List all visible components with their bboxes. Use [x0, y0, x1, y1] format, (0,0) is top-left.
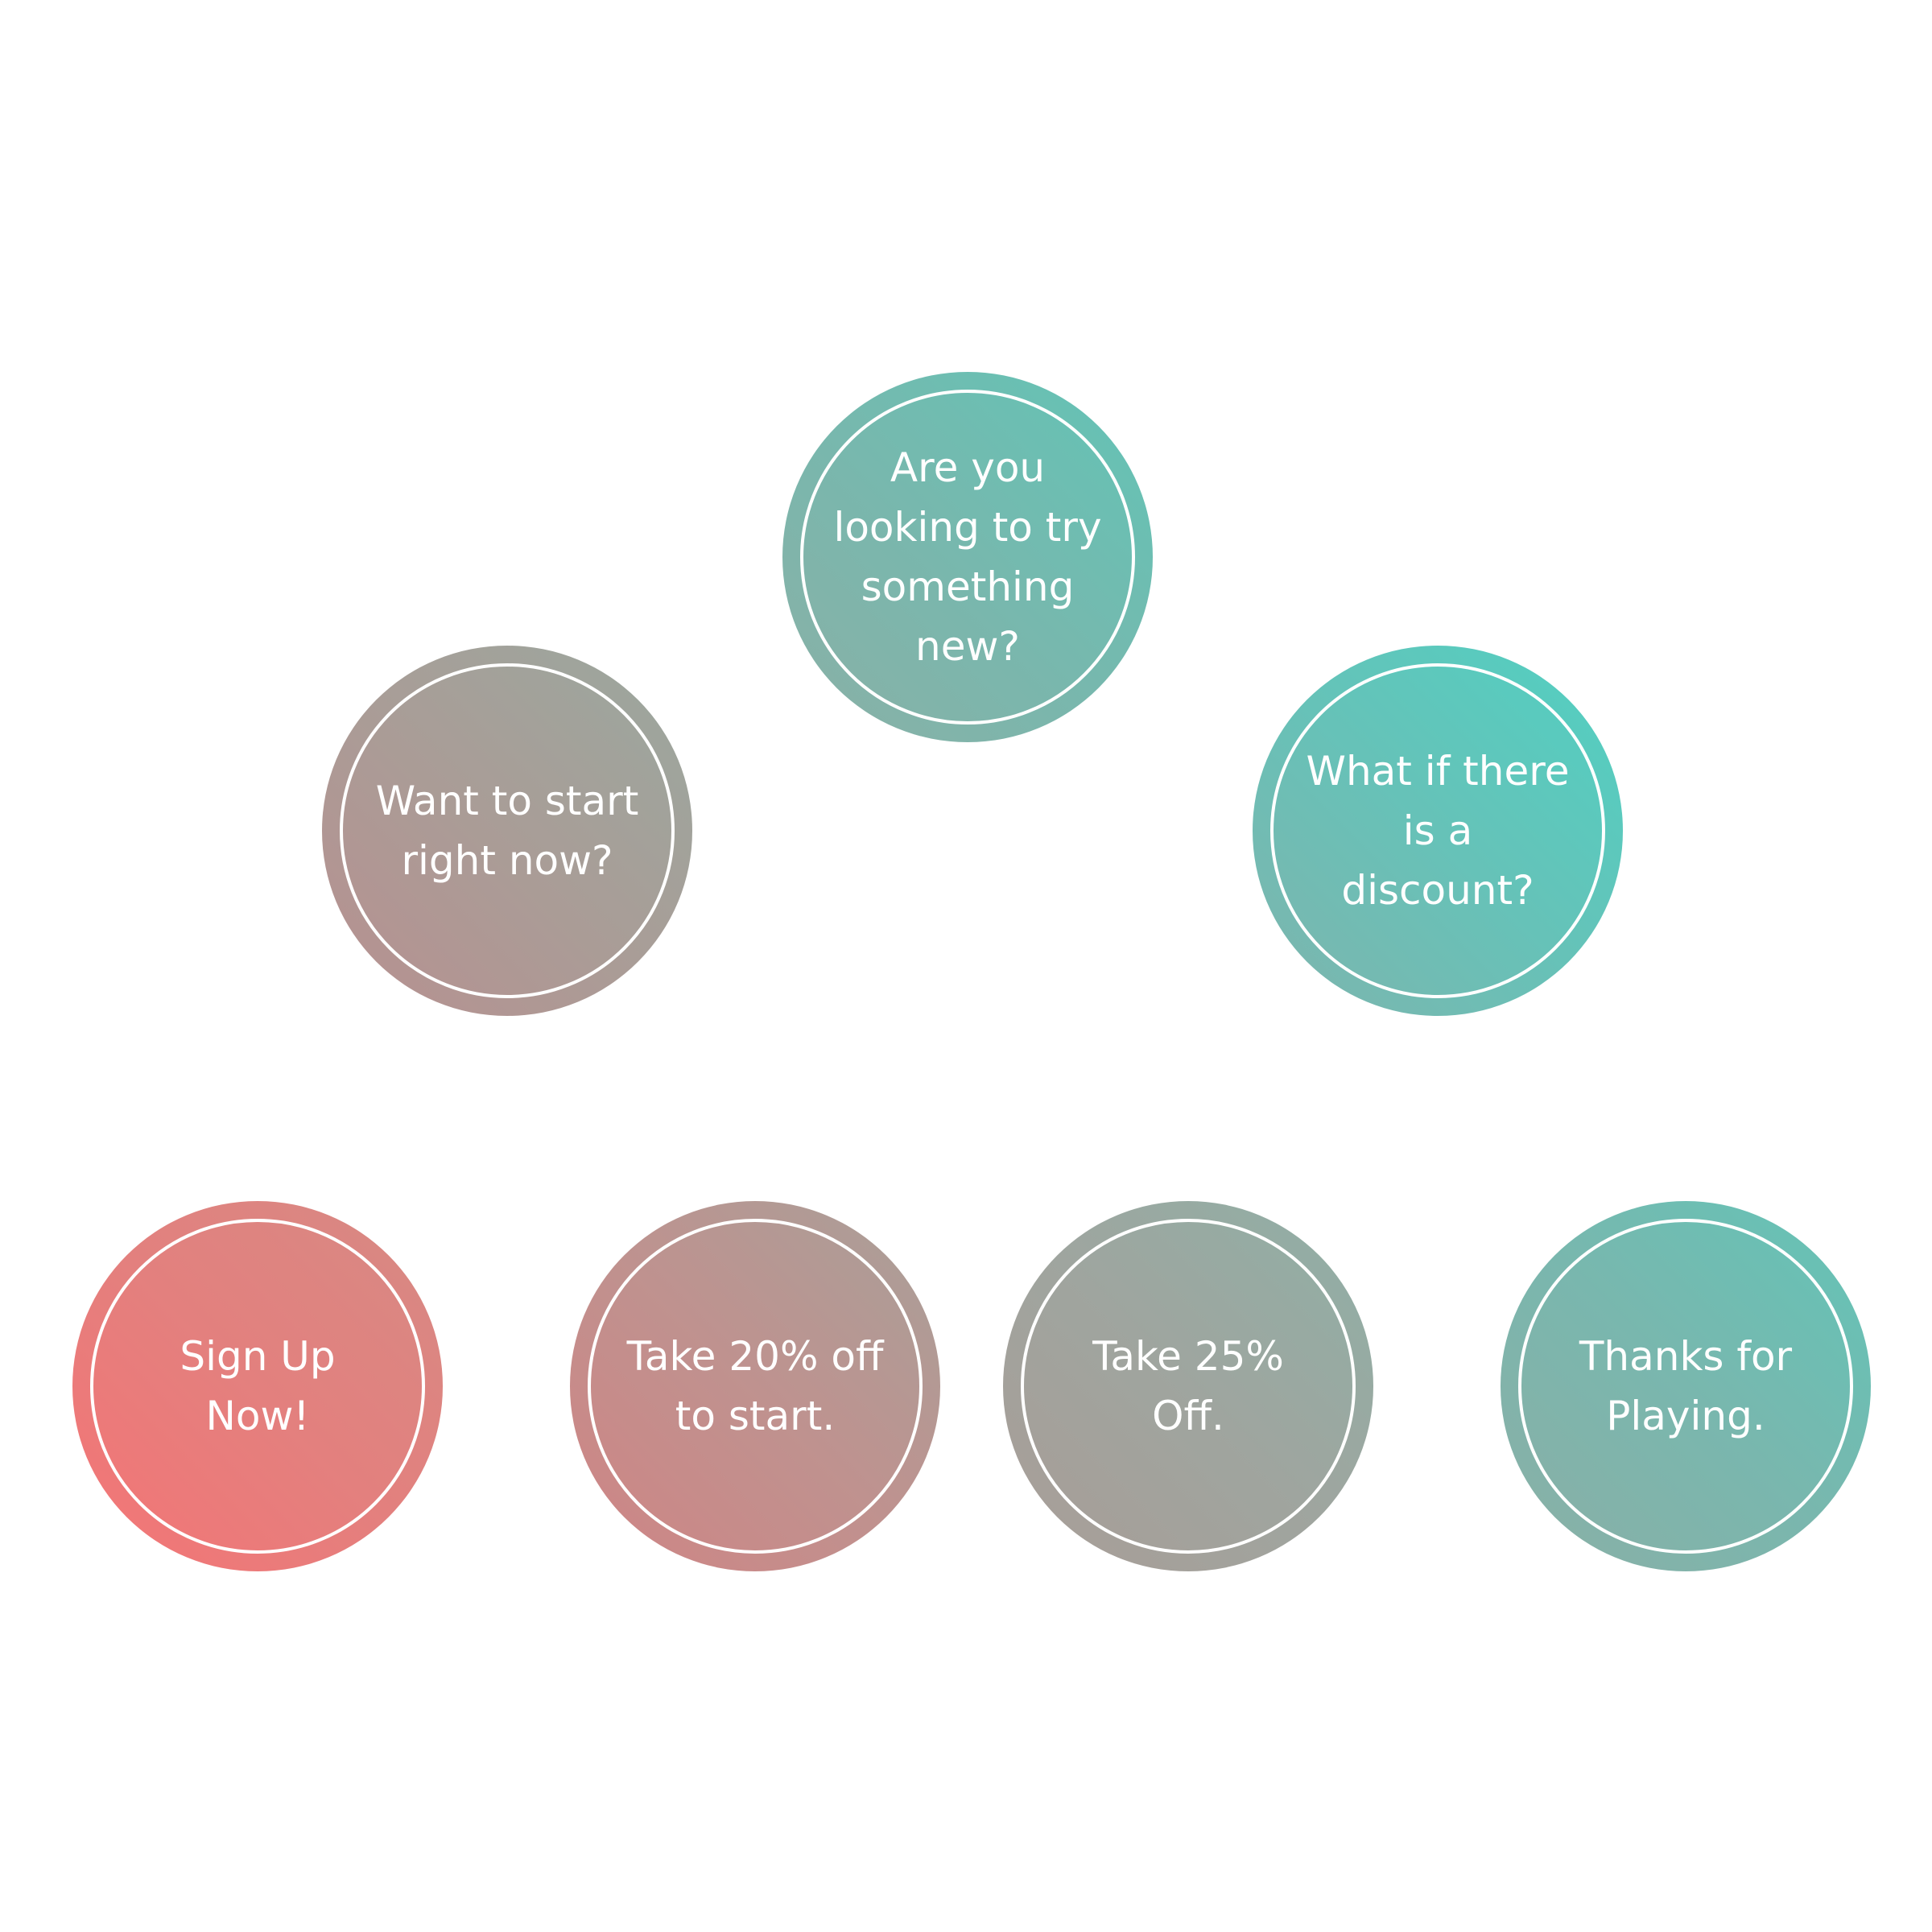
node-label: Thanks for Playing.	[1579, 1333, 1793, 1439]
node-inner-ring	[800, 390, 1135, 724]
node-start-right-now: Want to start right now?	[322, 646, 692, 1016]
node-inner-ring	[340, 663, 675, 998]
node-label: Sign Up Now!	[180, 1333, 336, 1439]
node-sign-up-now: Sign Up Now!	[72, 1201, 443, 1571]
node-discount: What if there is a discount?	[1253, 646, 1623, 1016]
node-label: Want to start right now?	[375, 778, 639, 884]
node-label: Are you looking to try something new?	[833, 444, 1102, 670]
node-inner-ring	[1270, 663, 1605, 998]
node-inner-ring	[90, 1219, 425, 1554]
node-label: What if there is a discount?	[1306, 748, 1570, 914]
node-try-something-new: Are you looking to try something new?	[782, 372, 1153, 742]
node-thanks-for-playing: Thanks for Playing.	[1501, 1201, 1871, 1571]
node-label: Take 20% off to start.	[626, 1333, 884, 1439]
node-take-25-off: Take 25% Off.	[1003, 1201, 1373, 1571]
node-inner-ring	[1021, 1219, 1356, 1554]
node-label: Take 25% Off.	[1092, 1333, 1284, 1439]
node-inner-ring	[588, 1219, 923, 1554]
node-inner-ring	[1518, 1219, 1853, 1554]
node-take-20-off: Take 20% off to start.	[570, 1201, 940, 1571]
